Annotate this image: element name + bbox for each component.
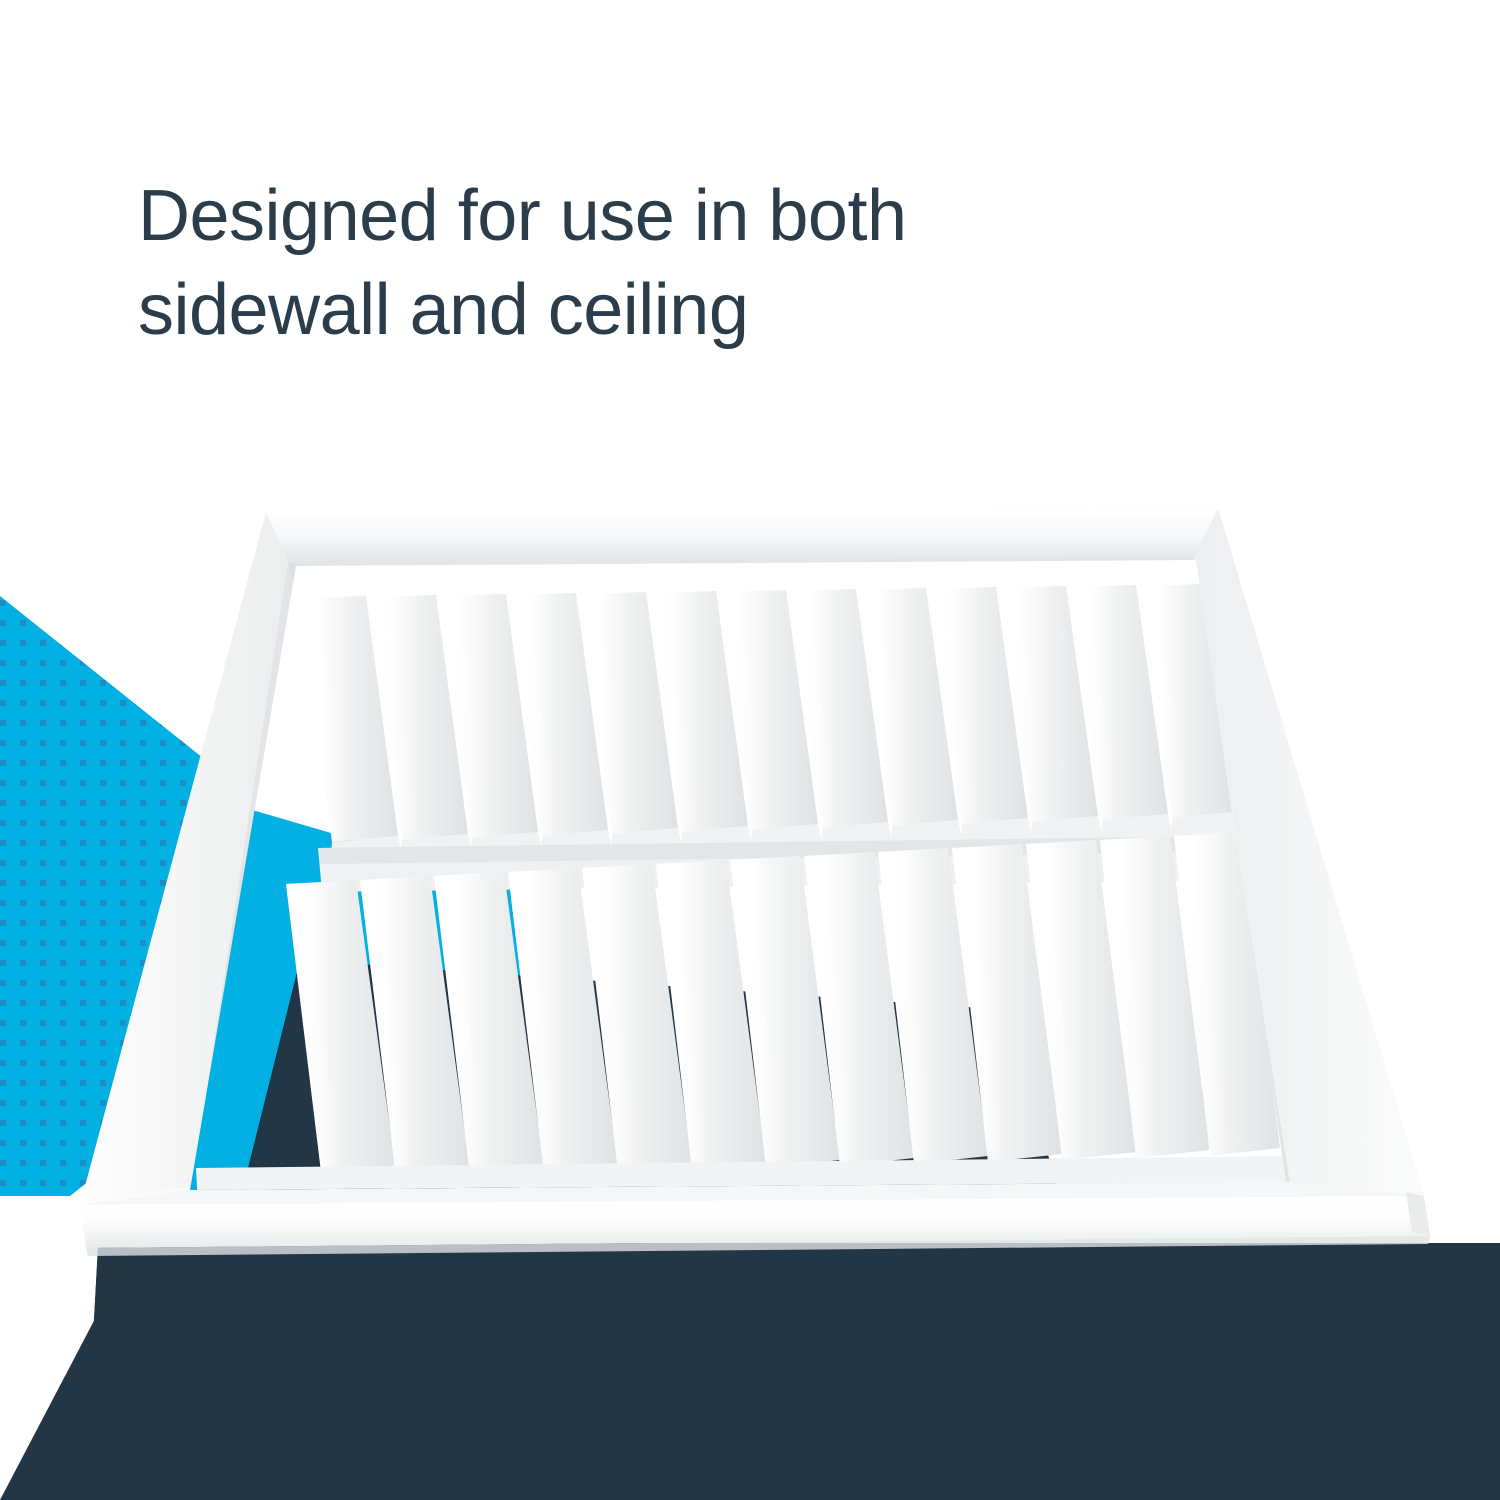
louver-highlight [286,883,340,1180]
louver-highlight [440,595,488,838]
louver-highlight [300,597,348,842]
louver-highlight [510,594,558,836]
louver-highlight [650,592,698,832]
grille-right-bevel [1192,508,1424,1196]
page-title: Designed for use in both sidewall and ce… [138,176,907,350]
louver-highlight [370,596,418,840]
louver-highlight [360,879,414,1178]
louver-highlight [804,855,858,1166]
louver-highlight [860,589,908,826]
louver-highlight [1100,839,1154,1158]
louver-highlight [952,847,1006,1162]
louver-highlight [1174,835,1228,1156]
grille-bottom-bevel [80,1182,1424,1205]
louver-highlight [1140,585,1188,818]
louver-highlight [720,591,768,830]
grille-body [80,508,1430,1256]
grille-bottom-mullion [196,1156,1286,1190]
grille-front-edge-shadow [86,1236,1430,1256]
grille-top-bevel [266,508,1230,562]
louver-highlight [580,593,628,834]
dark-navy-angled-band [0,1243,1500,1500]
louver-highlight [656,863,710,1170]
louver-highlight [730,859,784,1168]
louver-highlight [878,851,932,1164]
louver-row-bottom [286,832,1280,1180]
louver-highlight [508,871,562,1174]
louver-blade [1174,832,1280,1156]
grille-left-bevel [80,512,288,1205]
grille-front-edge [80,1196,1430,1248]
louver-highlight [434,875,488,1176]
louver-highlight [1070,586,1118,820]
grille-mid-mullion-shade [318,836,1242,864]
grille-aperture [190,560,1286,1190]
louver-highlight [930,588,978,824]
louver-highlight [790,590,838,828]
grille-right-edge [1406,1192,1430,1236]
louver-highlight [1026,843,1080,1160]
louver-highlight [1000,587,1048,822]
louver-highlight [582,867,636,1172]
